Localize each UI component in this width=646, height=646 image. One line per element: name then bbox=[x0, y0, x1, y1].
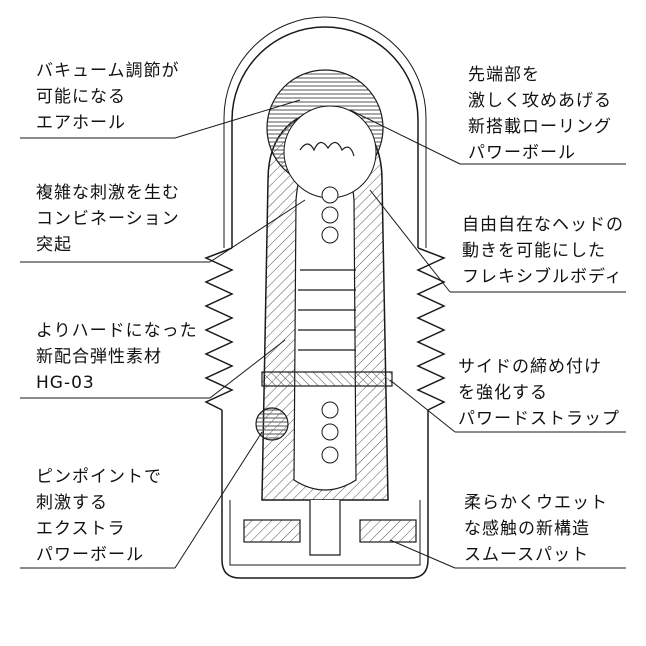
callout-rolling-power-ball: 先端部を 激しく攻めあげる 新搭載ローリング パワーボール bbox=[468, 62, 612, 166]
callout-line: 動きを可能にした bbox=[462, 241, 606, 261]
callout-line: ピンポイントで bbox=[36, 467, 162, 487]
combination-bumps bbox=[321, 186, 339, 464]
base-rim bbox=[229, 500, 421, 566]
callout-line: 柔らかくウエット bbox=[464, 493, 608, 513]
callout-line: スムースパット bbox=[464, 545, 590, 565]
callout-flexible-body: 自由自在なヘッドの 動きを可能にした フレキシブルボディ bbox=[462, 212, 624, 290]
center-plug bbox=[309, 500, 341, 556]
ribs bbox=[298, 269, 356, 351]
callout-line: サイドの締め付け bbox=[458, 357, 602, 377]
callout-line: 複雑な刺激を生む bbox=[36, 183, 180, 203]
callout-line: バキューム調節が bbox=[36, 61, 180, 81]
callout-line: コンビネーション bbox=[36, 209, 180, 229]
bellows-left bbox=[204, 247, 234, 411]
tip-bumps bbox=[299, 141, 355, 157]
callout-power-strap: サイドの締め付け を強化する パワードストラップ bbox=[458, 354, 620, 432]
callout-vacuum-air-hole: バキューム調節が 可能になる エアホール bbox=[36, 58, 180, 136]
callout-line: よりハードになった bbox=[36, 321, 198, 341]
leader-lines bbox=[20, 99, 626, 569]
power-strap bbox=[261, 371, 393, 387]
callout-extra-power-ball: ピンポイントで 刺激する エクストラ パワーボール bbox=[36, 464, 162, 568]
callout-elastic-material: よりハードになった 新配合弾性素材 HG-03 bbox=[36, 318, 198, 396]
callout-line: HG-03 bbox=[36, 373, 95, 393]
callout-line: 刺激する bbox=[36, 493, 108, 513]
callout-line: パワードストラップ bbox=[458, 409, 620, 429]
rolling-ball-inner bbox=[283, 105, 377, 199]
callout-line: 突起 bbox=[36, 235, 72, 255]
callout-line: 新配合弾性素材 bbox=[36, 347, 162, 367]
callout-smooth-pad: 柔らかくウエット な感触の新構造 スムースパット bbox=[464, 490, 608, 568]
callout-line: フレキシブルボディ bbox=[462, 267, 623, 287]
callout-combination-bumps: 複雑な刺激を生む コンビネーション 突起 bbox=[36, 180, 180, 258]
callout-line: 可能になる bbox=[36, 87, 126, 107]
callout-line: 新搭載ローリング bbox=[468, 117, 612, 137]
callout-line: エクストラ bbox=[36, 519, 126, 539]
smooth-pad-right bbox=[359, 519, 417, 543]
lower-case bbox=[221, 410, 429, 579]
callout-line: 先端部を bbox=[468, 65, 540, 85]
extra-power-ball bbox=[255, 407, 289, 441]
callout-line: 激しく攻めあげる bbox=[468, 91, 612, 111]
callout-line: パワーボール bbox=[36, 545, 144, 565]
callout-line: な感触の新構造 bbox=[464, 519, 590, 539]
callout-line: 自由自在なヘッドの bbox=[462, 215, 624, 235]
outer-case bbox=[231, 26, 419, 248]
outer-case-inner bbox=[223, 16, 427, 248]
callout-line: パワーボール bbox=[468, 143, 576, 163]
smooth-pad-left bbox=[243, 519, 301, 543]
callout-line: を強化する bbox=[458, 383, 548, 403]
callout-line: エアホール bbox=[36, 113, 126, 133]
bellows-right bbox=[416, 247, 446, 411]
